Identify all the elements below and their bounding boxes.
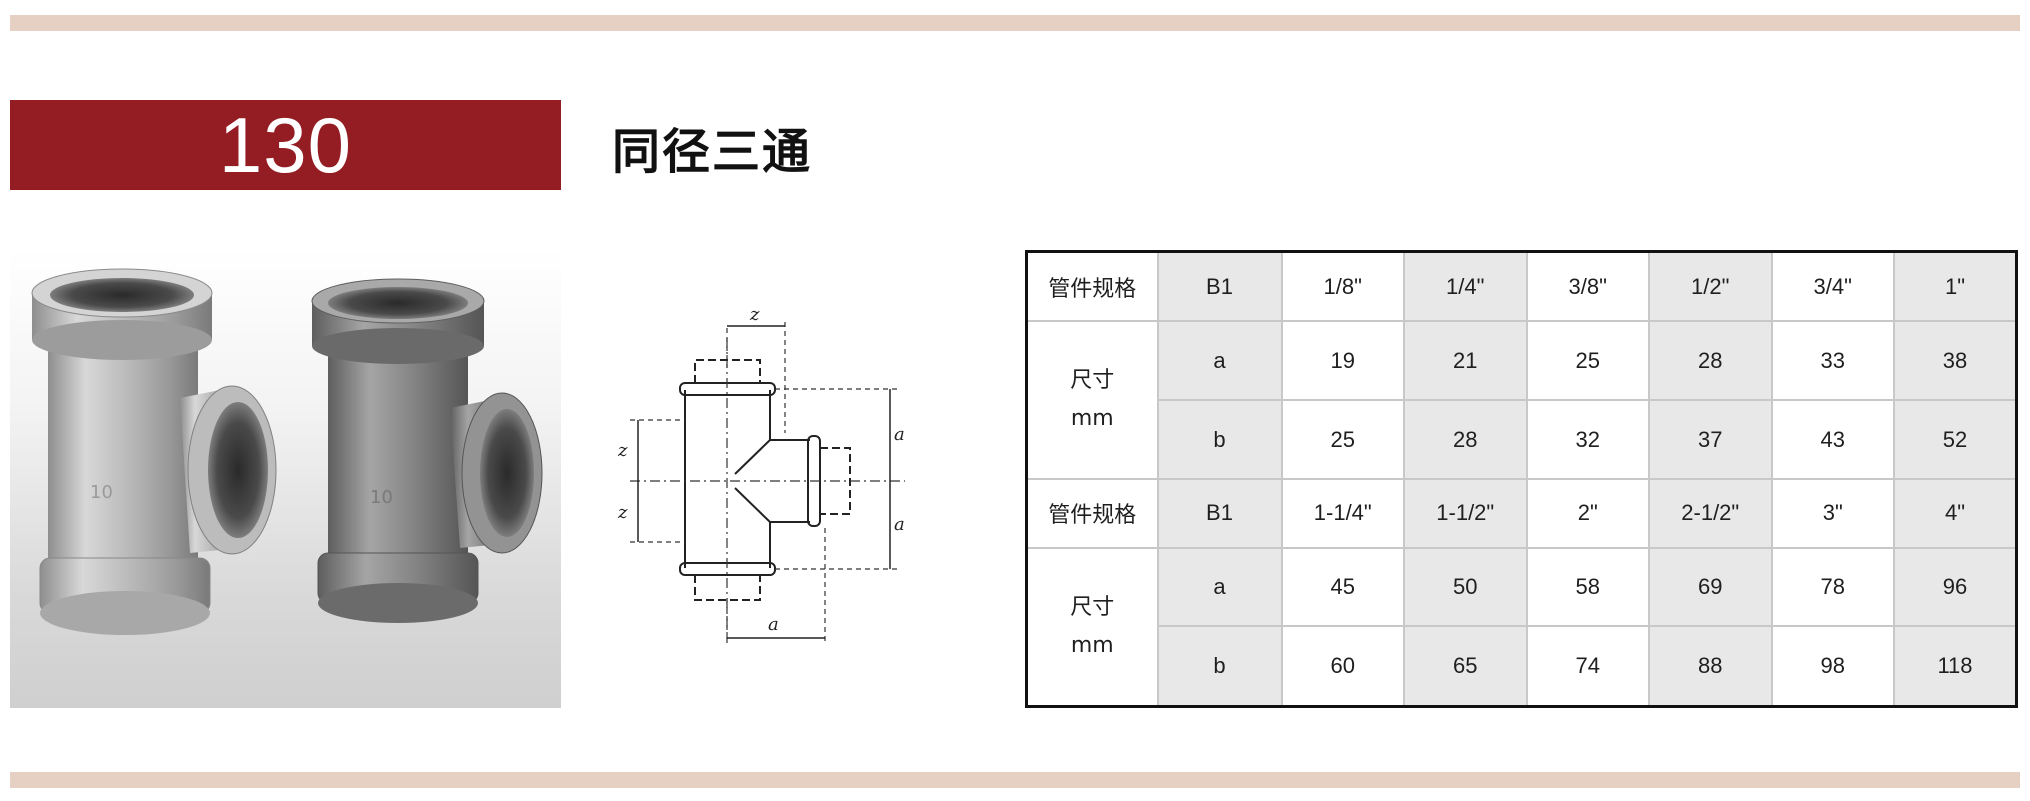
- value-cell: 43: [1770, 399, 1895, 480]
- value-cell: 21: [1403, 320, 1528, 402]
- dim-label-z-upper: z: [617, 440, 628, 461]
- dimension-label-cell: 尺寸 mm: [1025, 546, 1159, 708]
- value-cell: 32: [1525, 399, 1650, 480]
- value-cell: 19: [1280, 320, 1405, 402]
- size-cell: 1/4": [1403, 250, 1528, 323]
- dim-label-a-lower: a: [894, 514, 905, 535]
- size-cell: 1/2": [1648, 250, 1773, 323]
- dimension-unit: mm: [1070, 406, 1114, 432]
- size-row-1: 管件规格 B1 1/8" 1/4" 3/8" 1/2" 3/4" 1": [1025, 250, 2018, 323]
- dim-label-z-lower: z: [617, 502, 628, 523]
- dim-row-a-1: 尺寸 mm a 19 21 25 28 33 38: [1025, 320, 2018, 480]
- size-cell: 2": [1525, 477, 1650, 549]
- size-cell: 2-1/2": [1648, 477, 1773, 549]
- value-cell: 88: [1648, 625, 1773, 708]
- size-row-2: 管件规格 B1 1-1/4" 1-1/2" 2" 2-1/2" 3" 4": [1025, 477, 2018, 549]
- spec-label: 管件规格: [1025, 250, 1159, 323]
- value-cell: 74: [1525, 625, 1650, 708]
- galvanized-tee: 10: [31, 268, 277, 635]
- value-cell: 25: [1525, 320, 1650, 402]
- dim-row-b-2: b 60 65 74 88 98 118: [1027, 625, 2018, 708]
- size-cell: 1-1/2": [1403, 477, 1528, 549]
- dimension-label-cell: 尺寸 mm: [1025, 320, 1159, 480]
- value-cell: 60: [1280, 625, 1405, 708]
- value-cell: 28: [1403, 399, 1528, 480]
- dim-row-a-2: 尺寸 mm a 45 50 58 69 78 96: [1025, 546, 2018, 708]
- top-decor-band: [10, 15, 2020, 31]
- value-cell: 69: [1648, 546, 1773, 628]
- dim-label-a-bottom: a: [768, 614, 779, 635]
- dimension-unit: mm: [1070, 632, 1114, 658]
- dim-name-cell: b: [1156, 625, 1283, 708]
- product-photo: 10 10: [10, 248, 561, 708]
- type-cell: B1: [1156, 250, 1283, 323]
- dim-name-cell: b: [1156, 399, 1283, 480]
- value-cell: 33: [1770, 320, 1895, 402]
- size-cell: 4": [1893, 477, 2018, 549]
- value-cell: 96: [1893, 546, 2018, 628]
- dim-label-z-top: z: [749, 304, 760, 325]
- product-code: 130: [218, 100, 353, 189]
- size-cell: 3/4": [1770, 250, 1895, 323]
- svg-text:10: 10: [90, 482, 113, 503]
- dim-row-b-1: b 25 28 32 37 43 52: [1027, 399, 2018, 480]
- value-cell: 118: [1893, 625, 2018, 708]
- black-tee: 10: [311, 278, 543, 623]
- dim-label-a-upper: a: [894, 424, 905, 445]
- dimension-label: 尺寸: [1070, 368, 1115, 394]
- value-cell: 25: [1280, 399, 1405, 480]
- tee-section-diagram: z a z z a a: [617, 304, 905, 643]
- value-cell: 38: [1893, 320, 2018, 402]
- product-title: 同径三通: [612, 124, 813, 180]
- product-code-box: 130: [10, 100, 561, 190]
- type-cell: B1: [1156, 477, 1283, 549]
- value-cell: 65: [1403, 625, 1528, 708]
- size-cell: 3": [1770, 477, 1895, 549]
- value-cell: 45: [1280, 546, 1405, 628]
- size-cell: 1-1/4": [1280, 477, 1405, 549]
- value-cell: 52: [1893, 399, 2018, 480]
- size-cell: 3/8": [1525, 250, 1650, 323]
- tee-technical-drawing: z a z z a a: [610, 298, 910, 658]
- dim-name-cell: a: [1156, 546, 1283, 628]
- dim-name-cell: a: [1156, 320, 1283, 402]
- spec-label: 管件规格: [1025, 477, 1159, 549]
- dimension-label: 尺寸: [1070, 594, 1115, 620]
- size-cell: 1/8": [1280, 250, 1405, 323]
- value-cell: 98: [1770, 625, 1895, 708]
- value-cell: 58: [1525, 546, 1650, 628]
- value-cell: 50: [1403, 546, 1528, 628]
- value-cell: 37: [1648, 399, 1773, 480]
- size-cell: 1": [1893, 250, 2018, 323]
- spec-table: 管件规格 B1 1/8" 1/4" 3/8" 1/2" 3/4" 1" 尺寸 m…: [1025, 250, 2018, 708]
- tee-fittings-image: 10 10: [31, 268, 543, 635]
- value-cell: 78: [1770, 546, 1895, 628]
- bottom-decor-band: [10, 772, 2020, 788]
- value-cell: 28: [1648, 320, 1773, 402]
- svg-text:10: 10: [370, 487, 393, 508]
